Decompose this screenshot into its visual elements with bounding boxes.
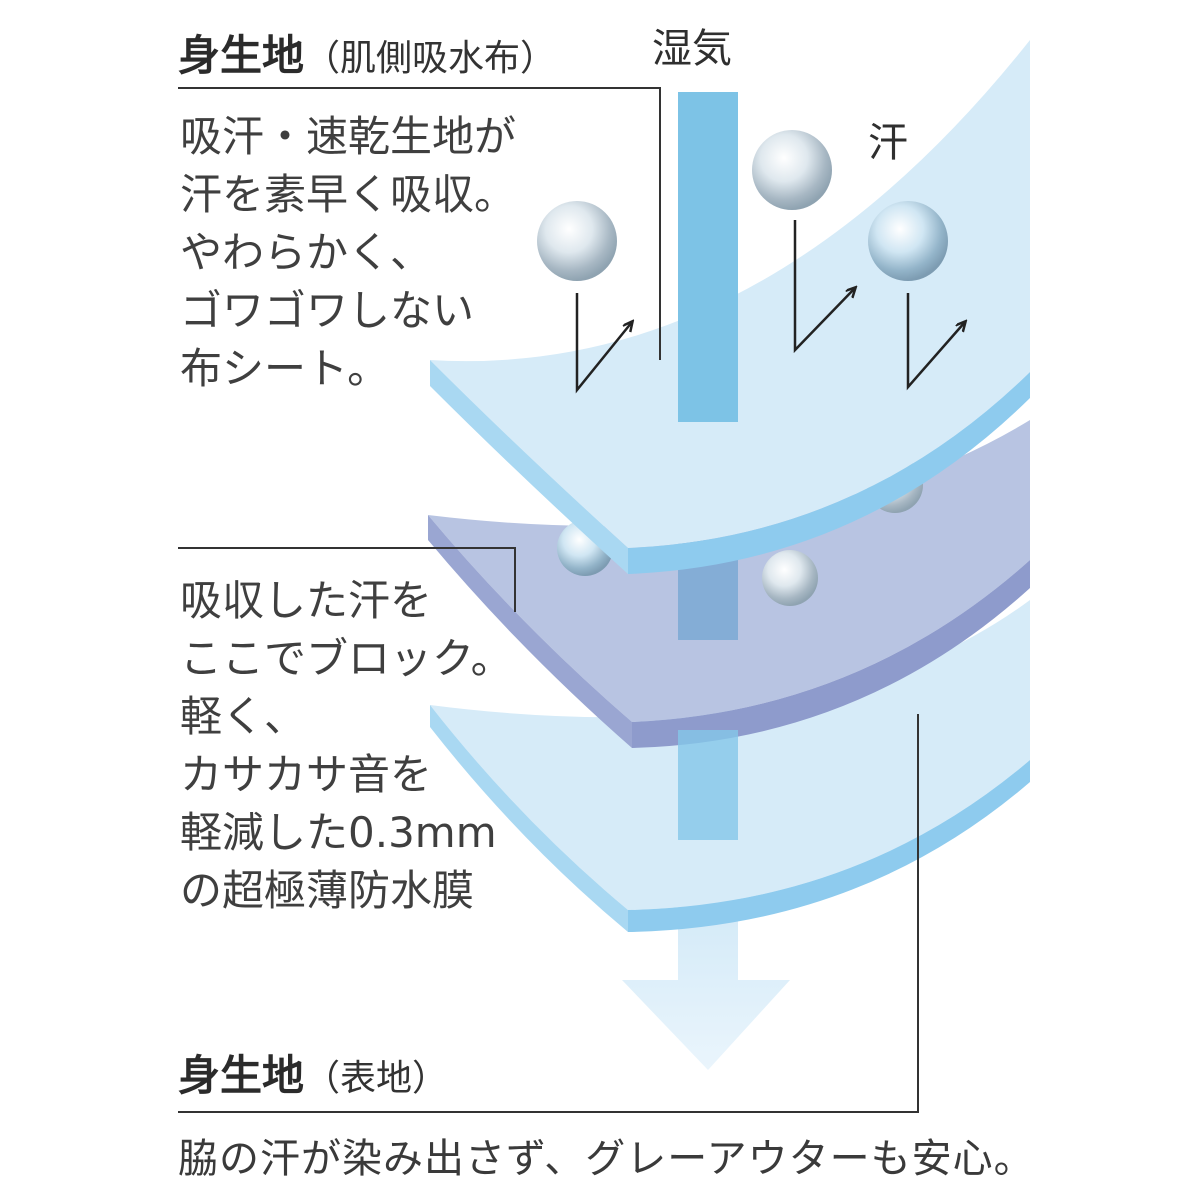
vapor-bar-top xyxy=(678,92,738,422)
top-description-line: やわらかく、 xyxy=(180,228,433,277)
sweat-drop xyxy=(752,130,832,210)
bottom-caption: 脇の汗が染み出さず、グレーアウターも安心。 xyxy=(178,1136,1035,1182)
top-fabric-edge xyxy=(628,372,1030,574)
top-description: 吸汗・速乾生地が 汗を素早く吸収。 やわらかく、 ゴワゴワしない 布シート。 xyxy=(180,108,516,398)
bottom-heading-main: 身生地 xyxy=(178,1051,305,1100)
bottom-heading: 身生地（表地） xyxy=(178,1042,448,1103)
top-description-line: 布シート。 xyxy=(180,344,390,393)
bottom-fabric-edge xyxy=(628,760,1030,932)
top-heading-sub: （肌側吸水布） xyxy=(304,38,557,79)
middle-description-line: カサカサ音を xyxy=(180,750,433,799)
top-heading: 身生地（肌側吸水布） xyxy=(178,22,556,83)
middle-description-line: 軽く、 xyxy=(180,692,307,741)
absorb-arrows xyxy=(575,220,965,394)
sweat-drop xyxy=(868,201,948,281)
middle-description-line: ここでブロック。 xyxy=(180,634,513,683)
leader-lines xyxy=(178,87,919,1113)
top-description-line: 吸汗・速乾生地が xyxy=(180,112,517,161)
middle-description: 吸収した汗を ここでブロック。 軽く、 カサカサ音を 軽減した0.3mm の超極… xyxy=(180,572,513,920)
sweat-label: 汗 xyxy=(868,120,908,166)
middle-description-line: 吸収した汗を xyxy=(180,576,433,625)
middle-description-line: の超極薄防水膜 xyxy=(180,866,475,915)
top-heading-main: 身生地 xyxy=(178,31,305,80)
vapor-label: 湿気 xyxy=(652,26,732,72)
top-fabric-layer xyxy=(430,40,1030,548)
vapor-bar-low xyxy=(678,730,738,840)
bottom-heading-sub: （表地） xyxy=(304,1058,449,1099)
top-description-line: 汗を素早く吸収。 xyxy=(180,170,517,219)
sweat-drop xyxy=(537,201,617,281)
sweat-drop xyxy=(762,550,818,606)
membrane-edge xyxy=(632,560,1030,748)
middle-description-line: 軽減した0.3mm xyxy=(180,808,497,857)
top-description-line: ゴワゴワしない xyxy=(180,286,475,335)
